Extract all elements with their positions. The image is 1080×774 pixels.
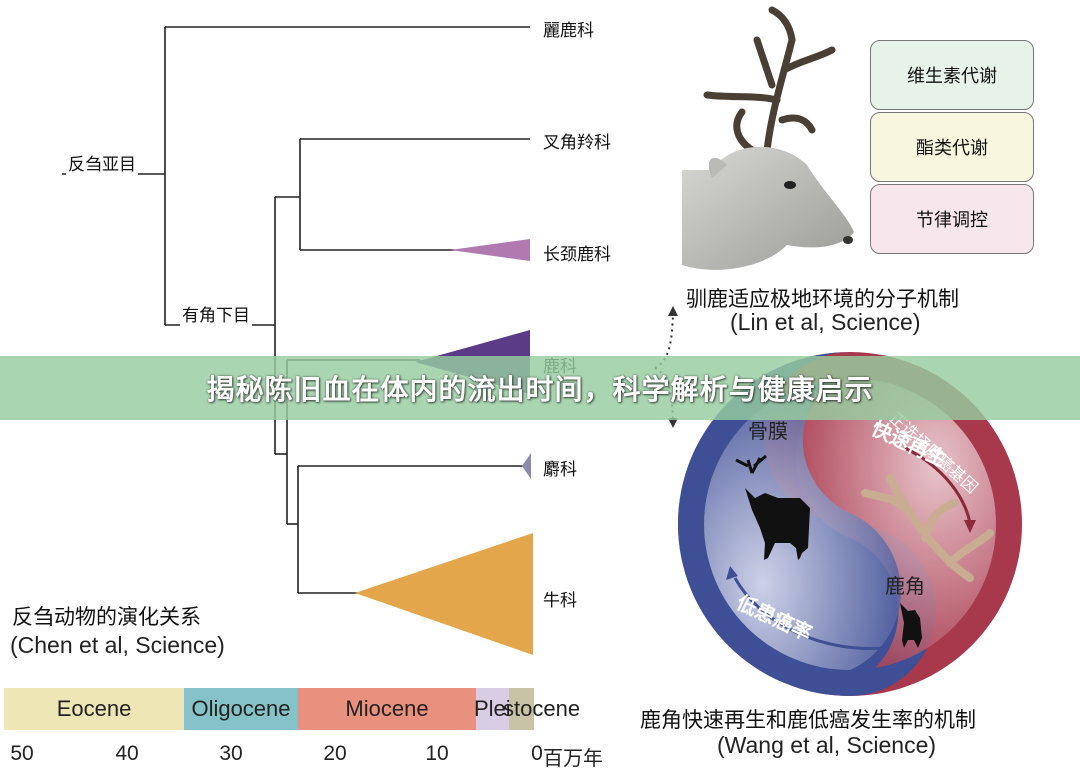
family-label-bovidae: 牛科 bbox=[543, 591, 577, 611]
moschidae-wedge bbox=[522, 453, 531, 479]
reindeer-illustration bbox=[682, 6, 854, 270]
label-bone-membrane: 骨膜 bbox=[748, 419, 788, 443]
box-label: 酯类代谢 bbox=[916, 138, 988, 159]
box-label: 维生素代谢 bbox=[907, 66, 997, 87]
era-miocene-label: Miocene bbox=[345, 696, 429, 721]
box-vitamin-metabolism: 维生素代谢 bbox=[870, 40, 1034, 110]
era-pleistocene-label: stocene bbox=[503, 696, 581, 721]
era-plio-label: Plei bbox=[474, 696, 511, 721]
giraffidae-wedge bbox=[450, 239, 530, 261]
family-label-antilocapridae: 叉角羚科 bbox=[543, 133, 611, 153]
era-oligocene-label: Oligocene bbox=[191, 696, 291, 721]
era-eocene-label: Eocene bbox=[56, 696, 132, 721]
era-pliocene: Plei bbox=[474, 688, 511, 730]
timeline-tick: 10 bbox=[425, 742, 449, 765]
era-eocene: Eocene bbox=[4, 688, 184, 730]
title-banner: 揭秘陈旧血在体内的流出时间，科学解析与健康启示 bbox=[0, 356, 1080, 420]
antler-cancer-diagram bbox=[678, 352, 1022, 696]
reindeer-citation: (Lin et al, Science) bbox=[730, 309, 921, 335]
tree-citation: (Chen et al, Science) bbox=[10, 632, 225, 658]
tree-caption: 反刍动物的演化关系 bbox=[12, 605, 201, 629]
clade-label-ruminantia: 反刍亚目 bbox=[66, 150, 138, 175]
timeline-tick: 30 bbox=[219, 742, 243, 765]
era-pleistocene: stocene bbox=[503, 688, 580, 730]
deer-citation: (Wang et al, Science) bbox=[717, 732, 937, 758]
timeline-tick: 50 bbox=[10, 742, 34, 765]
timeline-tick: 40 bbox=[115, 742, 139, 765]
banner-title: 揭秘陈旧血在体内的流出时间，科学解析与健康启示 bbox=[206, 373, 874, 406]
timeline-tick: 0 bbox=[531, 742, 543, 765]
phylogenetic-tree bbox=[62, 26, 560, 655]
deer-caption: 鹿角快速再生和鹿低癌发生率的机制 bbox=[640, 708, 976, 732]
bovidae-wedge bbox=[355, 533, 533, 655]
label-antler: 鹿角 bbox=[885, 574, 925, 598]
timeline-tick: 20 bbox=[323, 742, 347, 765]
family-label-tragulidae: 麗鹿科 bbox=[543, 21, 594, 41]
box-label: 节律调控 bbox=[916, 210, 988, 231]
timeline-unit: 百万年 bbox=[543, 746, 603, 770]
reindeer-caption: 驯鹿适应极地环境的分子机制 bbox=[686, 287, 959, 311]
clade-label-pecora: 有角下目 bbox=[180, 301, 252, 326]
box-rhythm-regulation: 节律调控 bbox=[870, 184, 1034, 254]
era-miocene: Miocene bbox=[298, 688, 476, 730]
era-oligocene: Oligocene bbox=[184, 688, 298, 730]
family-label-moschidae: 麝科 bbox=[543, 460, 577, 480]
family-label-giraffidae: 长颈鹿科 bbox=[543, 245, 611, 265]
box-lipid-metabolism: 酯类代谢 bbox=[870, 112, 1034, 182]
